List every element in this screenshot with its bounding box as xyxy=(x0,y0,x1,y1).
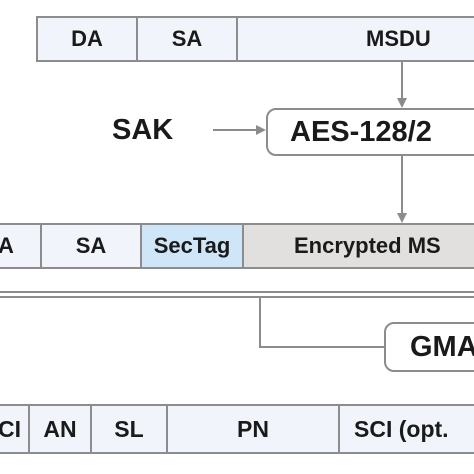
icv-label: GMA xyxy=(410,330,474,363)
sectag-field: SecTag xyxy=(140,223,244,269)
frame-bar xyxy=(0,291,474,298)
key-label: SAK xyxy=(112,114,174,146)
frame-sa-label: SA xyxy=(171,26,203,51)
secured-sa-label: SA xyxy=(75,233,107,258)
sectag-tci-field: CI xyxy=(0,404,30,454)
sectag-pn-label: PN xyxy=(237,415,269,442)
sectag-sl-field: SL xyxy=(90,404,168,454)
sectag-tci-label: CI xyxy=(0,415,21,442)
sectag-an-field: AN xyxy=(28,404,92,454)
sectag-pn-field: PN xyxy=(166,404,340,454)
cipher-label: AES-128/2 xyxy=(290,115,432,148)
bar-to-icv-connector xyxy=(259,298,384,348)
sectag-an-label: AN xyxy=(43,415,77,442)
icv-box: GMA xyxy=(384,322,474,372)
sectag-label: SecTag xyxy=(153,233,231,258)
frame-da-label: DA xyxy=(71,26,103,51)
frame-sa-field: SA xyxy=(136,16,238,62)
cipher-box: AES-128/2 xyxy=(266,108,474,156)
sectag-sci-label: SCI (opt. xyxy=(354,415,449,442)
secured-da-label: A xyxy=(0,233,14,259)
frame-da-field: DA xyxy=(36,16,138,62)
secured-da-field: A xyxy=(0,223,42,269)
sectag-sci-field: SCI (opt. xyxy=(338,404,474,454)
sectag-sl-label: SL xyxy=(114,415,144,442)
frame-msdu-label: MSDU xyxy=(366,26,431,51)
encrypted-msdu-field: Encrypted MS xyxy=(242,223,474,269)
encrypted-msdu-label: Encrypted MS xyxy=(294,233,441,258)
frame-msdu-field: MSDU xyxy=(236,16,474,62)
secured-sa-field: SA xyxy=(40,223,142,269)
